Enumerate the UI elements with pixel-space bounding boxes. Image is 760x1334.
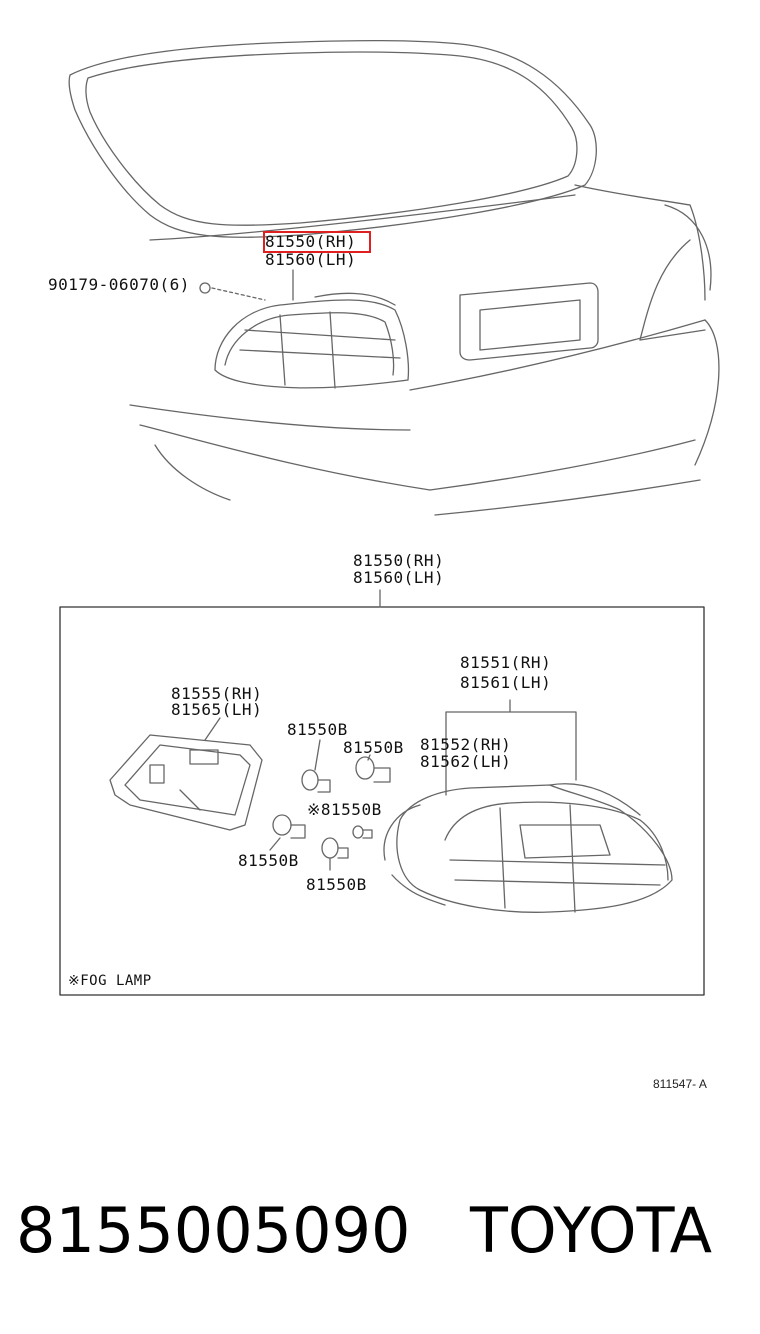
rear-window-outline: [68, 40, 597, 238]
figure-code: 811547- A: [653, 1077, 707, 1091]
callout-housing-lh[interactable]: 81562(LH): [420, 752, 512, 771]
callout-bulb-fog[interactable]: ※81550B: [307, 800, 382, 819]
callout-screw-90179[interactable]: 90179-06070(6): [48, 275, 190, 294]
callout-bulb-5[interactable]: 81550B: [306, 875, 367, 894]
part-number: 8155005090: [16, 1194, 411, 1267]
callout-lens-lh[interactable]: 81561(LH): [460, 673, 552, 692]
callout-socket-lh[interactable]: 81565(LH): [171, 700, 263, 719]
callout-81560-lh-top[interactable]: 81560(LH): [265, 250, 357, 269]
socket-plate: [109, 734, 263, 831]
callout-bulb-1[interactable]: 81550B: [287, 720, 348, 739]
detail-box: [59, 606, 705, 996]
tail-lamp-top-view: [214, 299, 410, 389]
callout-bulb-4[interactable]: 81550B: [238, 851, 299, 870]
callout-socket-rh[interactable]: 81555(RH): [171, 684, 263, 703]
detail-title-lh[interactable]: 81560(LH): [353, 568, 445, 587]
fog-lamp-note: ※FOG LAMP: [68, 973, 152, 989]
detail-title-rh[interactable]: 81550(RH): [353, 551, 445, 570]
brand-name: TOYOTA: [470, 1194, 713, 1267]
callout-lens-rh[interactable]: 81551(RH): [460, 653, 552, 672]
bulbs: [272, 756, 391, 859]
tail-lamp-assembly: [396, 784, 673, 913]
callout-81550-rh-top[interactable]: 81550(RH): [265, 232, 357, 251]
selected-part-highlight: [263, 231, 371, 253]
callout-housing-rh[interactable]: 81552(RH): [420, 735, 512, 754]
callout-bulb-2[interactable]: 81550B: [343, 738, 404, 757]
